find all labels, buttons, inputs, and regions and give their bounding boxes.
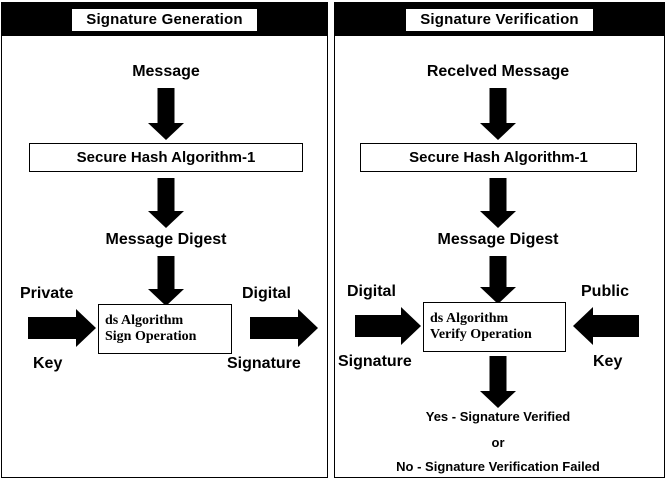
digital-signature-label-top: Digital <box>347 283 396 300</box>
result-verified-label: Yes - Signature Verified <box>425 409 571 424</box>
ds-algorithm-line-2: Sign Operation <box>105 329 197 344</box>
result-failed-label: No - Signature Verification Failed <box>396 459 600 474</box>
arrow-public-key-into-algorithm-icon <box>573 307 639 345</box>
secure-hash-algorithm-label: Secure Hash Algorithm-1 <box>76 149 256 166</box>
signature-verification-title: Signature Verification <box>406 8 593 31</box>
signature-generation-panel: Signature Generation Message Secure Hash… <box>1 2 328 478</box>
ds-algorithm-sign-box: ds Algorithm Sign Operation <box>98 304 232 354</box>
arrow-signature-into-algorithm-icon <box>355 307 421 345</box>
signature-generation-titlebar: Signature Generation <box>2 3 327 36</box>
ds-algorithm-line-1: ds Algorithm <box>430 311 509 326</box>
secure-hash-algorithm-box: Secure Hash Algorithm-1 <box>29 143 303 172</box>
digital-signature-label-top: Digital <box>242 285 291 302</box>
arrow-digest-to-algorithm-icon <box>480 256 516 304</box>
message-label: Message <box>132 63 200 80</box>
ds-algorithm-verify-box: ds Algorithm Verify Operation <box>423 302 566 352</box>
secure-hash-algorithm-label: Secure Hash Algorithm-1 <box>409 149 588 166</box>
arrow-digest-to-algorithm-icon <box>148 256 184 306</box>
signature-verification-titlebar: Signature Verification <box>335 3 664 36</box>
arrow-hash-to-digest-icon <box>148 178 184 228</box>
digital-signature-label-bottom: Signature <box>227 355 301 372</box>
secure-hash-algorithm-box: Secure Hash Algorithm-1 <box>360 143 637 172</box>
arrow-private-key-into-algorithm-icon <box>28 309 96 347</box>
message-digest-label: Message Digest <box>437 231 559 248</box>
signature-verification-panel: Signature Verification Recelved Message … <box>334 2 665 478</box>
signature-generation-title: Signature Generation <box>72 8 257 31</box>
public-key-label-top: Public <box>581 283 630 300</box>
private-key-label-bottom: Key <box>33 355 63 372</box>
ds-algorithm-line-1: ds Algorithm <box>105 313 184 328</box>
signature-generation-canvas: Message Secure Hash Algorithm-1 Message … <box>2 36 327 477</box>
arrow-algorithm-to-signature-icon <box>250 309 318 347</box>
message-digest-label: Message Digest <box>105 231 227 248</box>
received-message-label: Recelved Message <box>426 63 570 80</box>
arrow-received-message-to-hash-icon <box>480 88 516 140</box>
private-key-label-top: Private <box>20 285 74 302</box>
signature-verification-canvas: Recelved Message Secure Hash Algorithm-1… <box>335 36 664 477</box>
ds-algorithm-line-2: Verify Operation <box>430 327 532 342</box>
digital-signature-label-bottom: Signature <box>338 353 412 370</box>
arrow-algorithm-to-result-icon <box>480 356 516 408</box>
arrow-message-to-hash-icon <box>148 88 184 140</box>
arrow-hash-to-digest-icon <box>480 178 516 228</box>
result-or-label: or <box>491 435 505 450</box>
public-key-label-bottom: Key <box>593 353 623 370</box>
